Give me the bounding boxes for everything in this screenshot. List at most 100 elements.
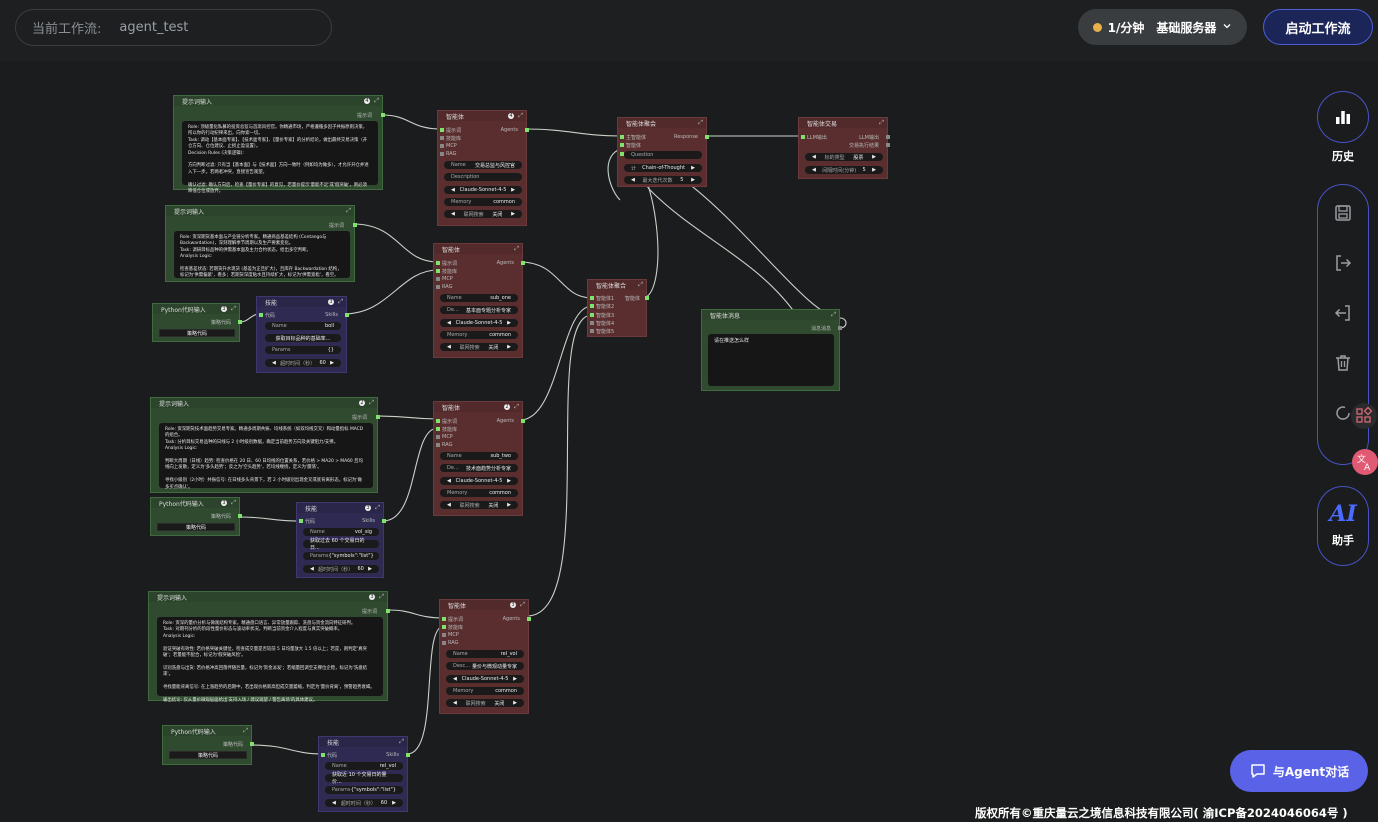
expand-icon[interactable]: ⤢ — [338, 298, 343, 305]
prompt-input-node-3[interactable]: 提示词输入 2 ⤢ 提示词 Role: 资深期货技术面趋势交易专家。精通多周期共… — [150, 397, 380, 493]
output-port[interactable] — [886, 135, 890, 139]
input-port[interactable] — [590, 296, 594, 300]
skill-params-field[interactable]: Params{"symbols":"list"} — [303, 552, 379, 560]
input-port[interactable] — [436, 285, 440, 289]
input-port[interactable] — [590, 321, 594, 325]
agent-search-toggle[interactable]: ◀联网搜索关闭▶ — [444, 210, 522, 218]
python-input-node-2[interactable]: Python代码输入 3 ⤢ 策略代码 策略代码 — [150, 497, 242, 536]
agent-search-toggle[interactable]: ◀联网搜索关闭▶ — [440, 501, 518, 509]
skill-desc-field[interactable]: 获取目标品种的基础率... — [265, 334, 341, 342]
input-port[interactable] — [321, 753, 325, 757]
expand-icon[interactable]: ⤢ — [375, 504, 380, 511]
expand-icon[interactable]: ⤢ — [638, 281, 643, 288]
skill-timeout-field[interactable]: ◀超时时间（秒）60▶ — [265, 359, 341, 367]
skill-timeout-field[interactable]: ◀超时时间（秒）60▶ — [325, 799, 403, 807]
skill-timeout-field[interactable]: ◀超时时间（秒）60▶ — [303, 565, 379, 573]
input-port[interactable] — [436, 435, 440, 439]
code-button[interactable]: 策略代码 — [169, 751, 247, 759]
input-port[interactable] — [442, 641, 446, 645]
input-port[interactable] — [620, 152, 624, 156]
python-input-node-1[interactable]: Python代码输入 3 ⤢ 策略代码 策略代码 — [152, 303, 242, 342]
input-port[interactable] — [436, 269, 440, 273]
input-port[interactable] — [620, 135, 624, 139]
expand-icon[interactable]: ⤢ — [231, 305, 236, 312]
agent-message-node[interactable]: 智能体消息 ⤢ 消息消息 请在推送怎么样 — [701, 309, 842, 391]
expand-icon[interactable]: ⤢ — [374, 97, 379, 104]
prompt-input-node-4[interactable]: 提示词输入 3 ⤢ 提示词 Role: 资深的量价分析与微观结构专家。精通盘口语… — [148, 591, 390, 703]
agent-trade-node[interactable]: 智能体交易 ⤢ LLM输出 LLM输出 交易执行结果 ◀标的类型股票▶ ◀间隔时… — [798, 117, 890, 179]
skill-params-field[interactable]: Params{} — [265, 346, 341, 354]
prompt-textarea[interactable]: Role: 资深期货基本面与产业链分析专家。精通商品基差结构 (Contango… — [174, 231, 350, 278]
output-port[interactable] — [238, 320, 242, 324]
input-port[interactable] — [436, 427, 440, 431]
expand-icon[interactable]: ⤢ — [399, 738, 404, 745]
input-port[interactable] — [436, 443, 440, 447]
import-icon[interactable] — [1333, 303, 1353, 323]
question-field[interactable]: Question — [624, 151, 702, 159]
history-button[interactable] — [1317, 91, 1369, 143]
reset-icon[interactable] — [1333, 403, 1353, 423]
input-port[interactable] — [299, 519, 303, 523]
input-port[interactable] — [442, 617, 446, 621]
python-input-node-3[interactable]: Python代码输入 ⤢ 策略代码 策略代码 — [162, 725, 254, 765]
expand-icon[interactable]: ⤢ — [514, 245, 519, 252]
output-port[interactable] — [406, 753, 410, 757]
asset-type-select[interactable]: ◀标的类型股票▶ — [805, 153, 883, 161]
save-icon[interactable] — [1333, 203, 1353, 223]
input-port[interactable] — [590, 313, 594, 317]
input-port[interactable] — [590, 329, 594, 333]
start-workflow-button[interactable]: 启动工作流 — [1263, 9, 1373, 45]
expand-icon[interactable]: ⤢ — [698, 119, 703, 126]
output-port[interactable] — [376, 415, 380, 419]
input-port[interactable] — [440, 152, 444, 156]
expand-icon[interactable]: ⤢ — [369, 399, 374, 406]
agent-collab-node[interactable]: 智能体聚合 ⤢ 智能体1 智能体 智能体2 智能体3 智能体4 智能体5 — [587, 279, 649, 337]
message-textarea[interactable]: 请在推送怎么样 — [708, 334, 834, 386]
output-port[interactable] — [238, 514, 242, 518]
output-port[interactable] — [886, 143, 890, 147]
code-button[interactable]: 策略代码 — [157, 523, 235, 531]
prompt-textarea[interactable]: Role: 顶级量化私募的投资总监与首席风控官。你精通市场，严格遵循多因子共振原… — [182, 121, 378, 194]
agent-desc-field[interactable]: Description — [444, 173, 522, 181]
input-port[interactable] — [436, 277, 440, 281]
output-port[interactable] — [521, 419, 525, 423]
output-port[interactable] — [527, 617, 531, 621]
agent-model-select[interactable]: ◀Claude-Sonnet-4-5▶ — [444, 186, 522, 194]
input-port[interactable] — [440, 144, 444, 148]
output-port[interactable] — [645, 296, 649, 300]
output-port[interactable] — [250, 742, 254, 746]
output-port[interactable] — [381, 113, 385, 117]
output-port[interactable] — [345, 313, 349, 317]
output-port[interactable] — [382, 519, 386, 523]
output-port[interactable] — [525, 128, 529, 132]
trash-icon[interactable] — [1333, 353, 1353, 373]
skill-params-field[interactable]: Params{"symbols":"list"} — [325, 786, 403, 794]
skill-desc-field[interactable]: 获取过去 60 个交易日的日... — [303, 538, 379, 551]
input-port[interactable] — [620, 143, 624, 147]
output-port[interactable] — [838, 326, 842, 330]
prompt-textarea[interactable]: Role: 资深的量价分析与微观结构专家。精通盘口语言、异常放量跟踪、洗盘与资金… — [157, 617, 383, 703]
agent-search-toggle[interactable]: ◀联网搜索关闭▶ — [440, 343, 518, 351]
input-port[interactable] — [801, 135, 805, 139]
expand-icon[interactable]: ⤢ — [520, 601, 525, 608]
expand-icon[interactable]: ⤢ — [231, 499, 236, 506]
expand-icon[interactable]: ⤢ — [518, 112, 523, 119]
prompt-input-node-2[interactable]: 提示词输入 ⤢ 提示词 Role: 资深期货基本面与产业链分析专家。精通商品基差… — [165, 205, 357, 282]
